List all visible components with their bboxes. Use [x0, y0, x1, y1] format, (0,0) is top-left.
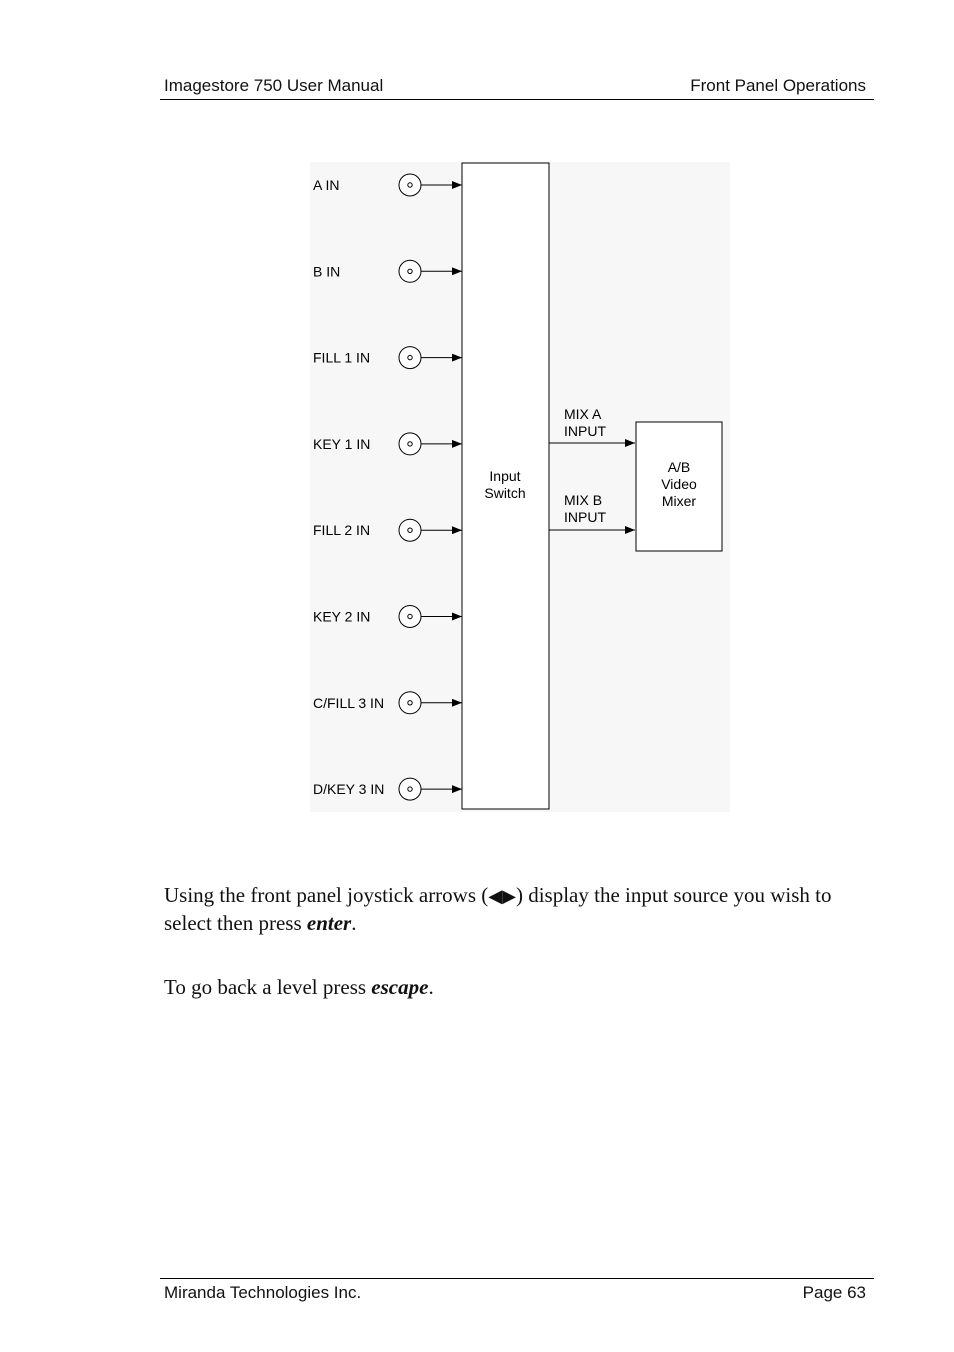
input-label: KEY 1 IN [313, 436, 370, 452]
footer-rule [160, 1278, 874, 1279]
input-switch-box [461, 162, 550, 810]
bnc-connector-icon [398, 518, 422, 542]
mixer-label-line2: Video [661, 476, 697, 492]
instruction-paragraph: Using the front panel joystick arrows (◀… [164, 882, 854, 936]
bnc-connector-icon [398, 691, 422, 715]
input-row: FILL 2 IN [313, 518, 462, 542]
input-row: B IN [313, 259, 462, 283]
switch-label-line2: Switch [484, 485, 525, 501]
escape-text-end: . [428, 975, 434, 999]
mixer-label-line3: Mixer [662, 493, 697, 509]
instruction-text-start: Using the front panel joystick arrows ( [164, 883, 489, 907]
input-row: KEY 2 IN [313, 605, 462, 628]
input-row: A IN [313, 173, 462, 197]
escape-text-start: To go back a level press [164, 975, 372, 999]
input-label: FILL 2 IN [313, 522, 370, 538]
mix-b-label-line2: INPUT [564, 509, 606, 525]
input-row: C/FILL 3 IN [313, 691, 462, 715]
bnc-connector-icon [398, 605, 422, 628]
header-title: Imagestore 750 User Manual [164, 76, 384, 95]
mix-a-label-line2: INPUT [564, 423, 606, 439]
left-arrow-icon: ◀ [488, 886, 503, 907]
instruction-text-end: . [351, 911, 357, 935]
bnc-connector-icon [398, 777, 422, 801]
input-label: D/KEY 3 IN [313, 781, 384, 797]
input-row: KEY 1 IN [313, 432, 462, 456]
bnc-connector-icon [398, 346, 422, 370]
bnc-pin-icon [407, 786, 413, 792]
mix-b-label-line1: MIX B [564, 492, 602, 508]
escape-paragraph: To go back a level press escape. [164, 974, 854, 1000]
bnc-pin-icon [407, 527, 413, 533]
input-label: C/FILL 3 IN [313, 695, 384, 711]
right-arrow-icon: ▶ [502, 886, 516, 907]
bnc-pin-icon [407, 182, 413, 188]
input-row: D/KEY 3 IN [313, 777, 462, 801]
input-label: A IN [313, 177, 339, 193]
input-label: FILL 1 IN [313, 350, 370, 366]
ab-video-mixer-box [635, 421, 723, 552]
mixer-label-line1: A/B [668, 459, 691, 475]
enter-keyword: enter [306, 911, 352, 935]
input-rows: A IN B IN FILL 1 IN KEY 1 IN FILL 2 IN KEY 2 … [313, 173, 462, 801]
mix-a-label-line1: MIX A [564, 406, 602, 422]
bnc-pin-icon [407, 441, 413, 447]
bnc-pin-icon [407, 354, 413, 361]
input-label: KEY 2 IN [313, 609, 370, 625]
bnc-pin-icon [407, 268, 413, 275]
footer-company: Miranda Technologies Inc. [164, 1283, 362, 1302]
input-label: B IN [313, 263, 340, 279]
bnc-pin-icon [407, 700, 413, 706]
header-rule [160, 99, 874, 100]
header-section: Front Panel Operations [690, 76, 866, 95]
bnc-pin-icon [407, 613, 413, 620]
page-number: Page 63 [802, 1283, 866, 1302]
instruction-text-middle: ) display the input source you wish to s… [164, 883, 832, 935]
bnc-connector-icon [398, 259, 422, 283]
switch-label-line1: Input [489, 468, 520, 484]
bnc-connector-icon [398, 173, 422, 197]
input-switch-diagram: A IN B IN FILL 1 IN KEY 1 IN FILL 2 IN KEY 2 … [310, 162, 730, 812]
escape-keyword: escape [371, 975, 429, 999]
input-row: FILL 1 IN [313, 346, 462, 370]
bnc-connector-icon [398, 432, 422, 456]
